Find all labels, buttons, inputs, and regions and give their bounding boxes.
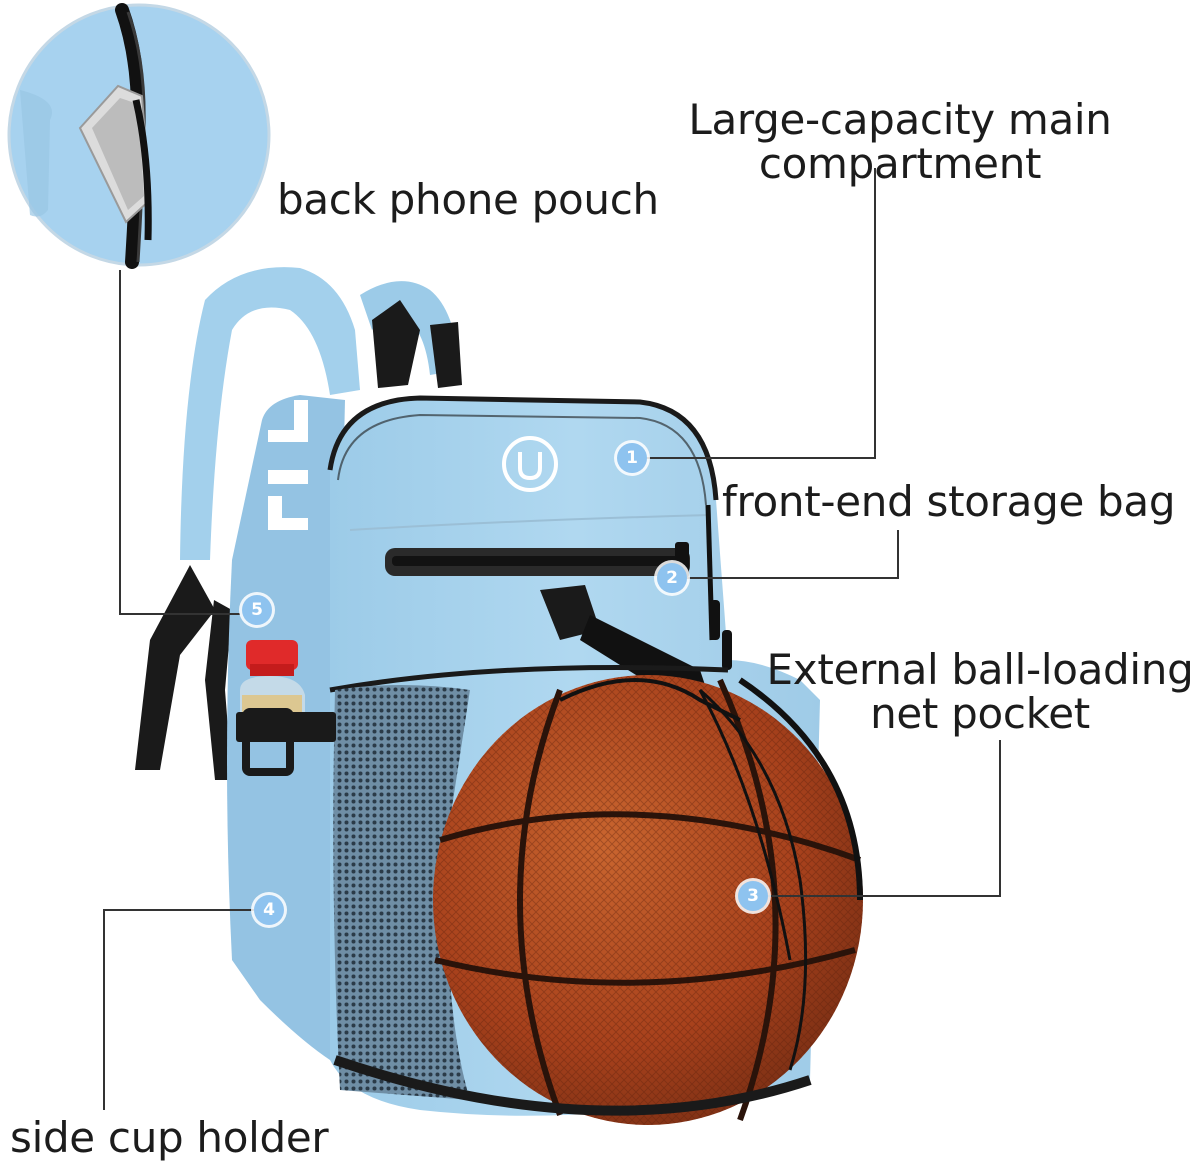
- shoulder-straps: [135, 267, 462, 780]
- label-net-pocket: External ball-loading net pocket: [762, 645, 1198, 739]
- badge-3: 3: [738, 881, 768, 911]
- leader-line-2: [672, 530, 899, 579]
- leader-line-3: [768, 740, 1001, 897]
- side-mesh-pocket: [333, 685, 470, 1100]
- label-net-pocket-line2: net pocket: [870, 689, 1090, 739]
- leader-line-5: [119, 270, 240, 615]
- label-back-phone-pouch: back phone pouch: [277, 175, 659, 224]
- phone-pouch-inset: [7, 3, 271, 269]
- label-net-pocket-line1: External ball-loading: [766, 645, 1194, 694]
- badge-4: 4: [254, 895, 284, 925]
- leader-line-4: [103, 909, 254, 1110]
- label-main-compartment-line2: compartment: [758, 139, 1042, 189]
- leader-lines: [103, 168, 1001, 1110]
- brand-logo-icon: [502, 436, 558, 492]
- label-main-compartment: Large-capacity main compartment: [680, 95, 1120, 189]
- basketball: [433, 675, 863, 1125]
- label-side-cup-holder: side cup holder: [10, 1113, 329, 1162]
- label-front-storage: front-end storage bag: [722, 477, 1176, 526]
- badge-5: 5: [242, 595, 272, 625]
- badge-2: 2: [657, 563, 687, 593]
- badge-1: 1: [617, 443, 647, 473]
- water-bottle: [236, 640, 336, 776]
- side-letters: [268, 400, 308, 530]
- leader-line-1: [645, 168, 876, 459]
- label-main-compartment-line1: Large-capacity main: [688, 95, 1112, 144]
